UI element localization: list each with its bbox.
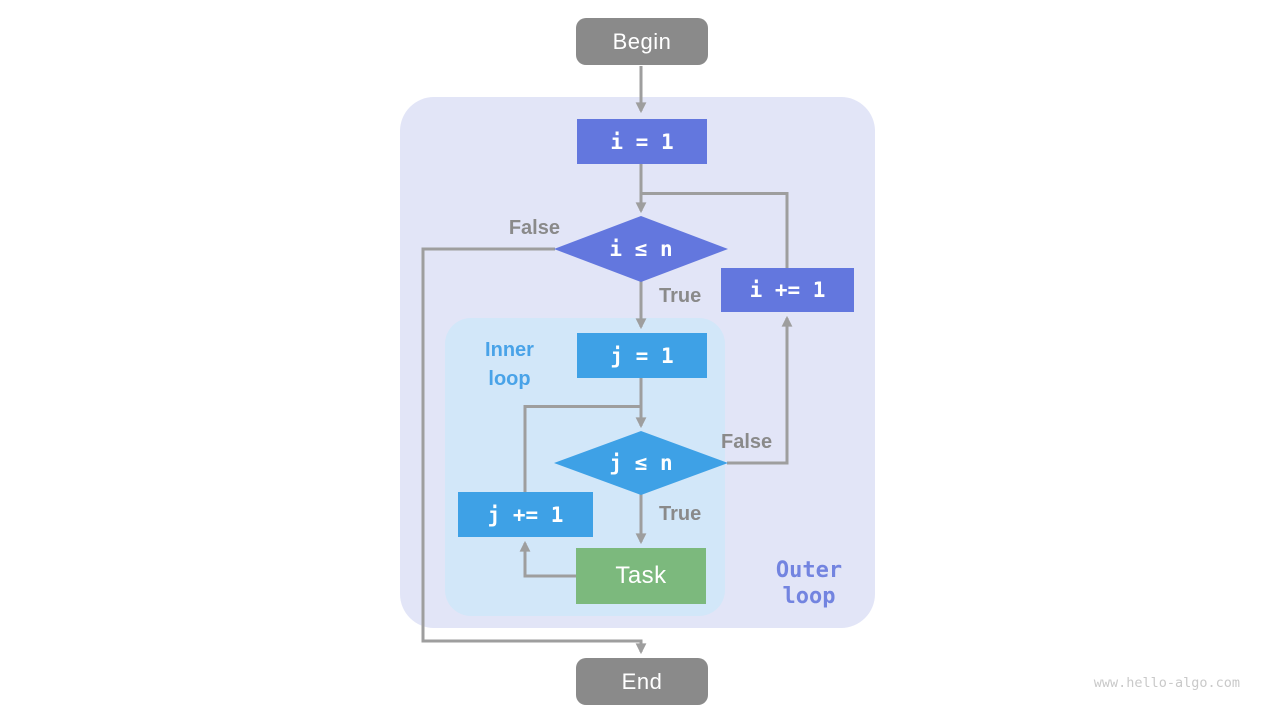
task-node: Task — [576, 548, 706, 604]
inner-loop-label: Inner loop — [485, 339, 534, 390]
inner-false-label: False — [721, 431, 773, 453]
inc-i-node: i += 1 — [721, 268, 854, 312]
decision-diamond-cond-i — [554, 216, 728, 282]
edge-cond-i-false-to-end — [421, 247, 647, 655]
outer-false-label: False — [508, 217, 560, 239]
edge-inc-j-loopback — [523, 405, 643, 492]
init-i-node: i = 1 — [577, 119, 707, 164]
inc-j-node: j += 1 — [458, 492, 593, 537]
init-j-node: j = 1 — [577, 333, 707, 378]
inner-true-label: True — [659, 503, 702, 525]
edge-task-to-inc-j — [519, 540, 577, 578]
outer-loop-label: Outer loop — [775, 558, 843, 609]
cond-j-label: j ≤ n — [609, 451, 673, 475]
begin-node: Begin — [576, 18, 708, 65]
end-node: End — [576, 658, 708, 705]
edge-inc-i-loopback — [642, 192, 789, 268]
edge-cond-j-false-to-inc-i — [727, 315, 793, 465]
cond-i-label: i ≤ n — [609, 237, 673, 261]
watermark: www.hello-algo.com — [1093, 675, 1240, 691]
outer-true-label: True — [659, 285, 702, 307]
decision-diamond-cond-j — [554, 431, 728, 495]
